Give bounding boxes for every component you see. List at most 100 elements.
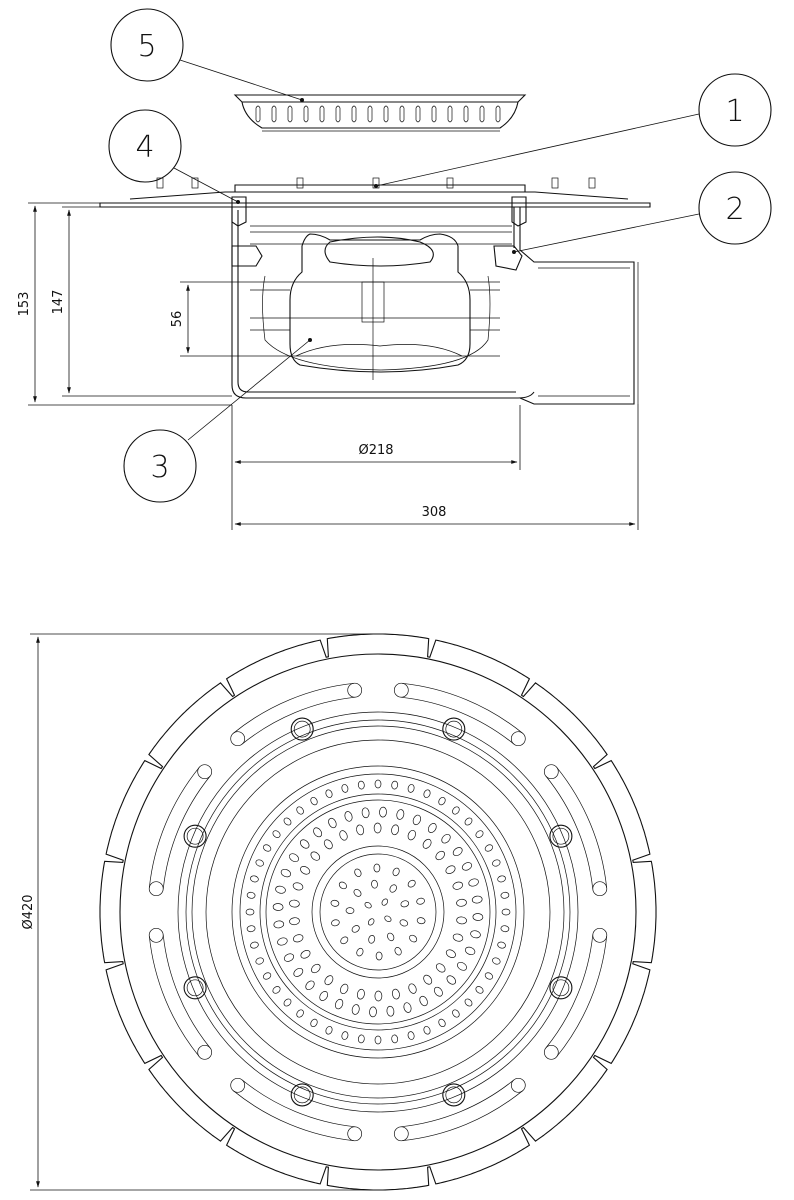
plan-ring xyxy=(239,773,517,1051)
bolt-hole-inner xyxy=(293,720,311,738)
grate-hole xyxy=(368,934,376,944)
grate-hole xyxy=(484,972,494,980)
dim-label-308: 308 xyxy=(422,505,447,520)
grate-slot xyxy=(479,105,485,123)
grate-slot xyxy=(431,105,437,123)
grate-hole xyxy=(293,967,304,977)
bolt xyxy=(446,177,454,189)
arc-slot xyxy=(545,775,594,890)
drain-body-section xyxy=(231,207,535,399)
grate-hole xyxy=(373,822,382,834)
dim-body-height: 147 xyxy=(51,206,232,397)
grate-hole xyxy=(300,950,311,959)
grate-hole xyxy=(283,817,292,826)
grate-hole xyxy=(245,908,255,916)
grate-hole xyxy=(379,806,387,818)
balloon-1-label: 1 xyxy=(725,94,744,129)
plan-view: Ø420 xyxy=(21,633,657,1191)
grate-hole xyxy=(399,919,409,927)
grate-hole xyxy=(403,1002,412,1013)
grate-hole xyxy=(272,830,281,838)
grate-hole xyxy=(273,920,285,929)
grate-hole xyxy=(452,847,463,857)
grate-hole xyxy=(319,991,329,1001)
grate-hole xyxy=(296,1009,304,1018)
grate-hole xyxy=(310,851,321,861)
arc-slot xyxy=(233,682,355,734)
bolt-hole xyxy=(290,717,314,741)
grate-hole xyxy=(364,901,372,909)
grate-hole xyxy=(445,865,456,874)
grate-hole xyxy=(246,925,256,933)
grate-hole xyxy=(361,807,370,819)
grate-hole xyxy=(280,868,292,878)
arc-slot xyxy=(241,696,356,745)
balloon-4: 4 xyxy=(108,109,240,204)
slot-end xyxy=(148,927,164,943)
grate-hole xyxy=(392,867,400,877)
grate-slot xyxy=(255,105,261,123)
grate-hole xyxy=(334,998,344,1010)
grate-hole xyxy=(492,957,501,965)
plan-ring xyxy=(265,799,491,1025)
grate-slot xyxy=(495,105,501,123)
flange-outline xyxy=(99,633,657,1191)
plan-ring xyxy=(259,793,497,1031)
grate-hole xyxy=(452,933,464,942)
bolt xyxy=(551,177,559,189)
grate-hole xyxy=(423,974,433,985)
grate-hole xyxy=(408,983,417,994)
grate-hole xyxy=(412,814,422,826)
bolt-hole xyxy=(549,824,573,848)
grate-hole xyxy=(311,963,321,974)
grate-hole xyxy=(464,998,473,1007)
grate-hole xyxy=(356,947,364,957)
grate-hole xyxy=(292,882,304,891)
grate-hole xyxy=(435,850,445,861)
grate-hole xyxy=(387,932,395,942)
grate-hole xyxy=(433,986,443,997)
grate-hole xyxy=(351,1004,360,1015)
plan-ring xyxy=(177,711,579,1113)
grate-hole xyxy=(407,784,415,793)
bolt-hole xyxy=(183,824,207,848)
grate-hole xyxy=(313,827,323,838)
grate-hole xyxy=(461,862,473,871)
grate-hole xyxy=(283,953,295,962)
grate-slot xyxy=(335,105,341,123)
bolt xyxy=(156,177,164,189)
grate-hole xyxy=(438,796,446,806)
grate-hole xyxy=(289,917,300,926)
grate-hole xyxy=(375,951,383,961)
grate-hole xyxy=(391,988,400,1000)
grate-hole xyxy=(341,784,349,793)
grate-hole xyxy=(472,913,484,921)
grate-hole xyxy=(292,934,304,943)
grate-hole xyxy=(423,1026,431,1035)
plan-ring xyxy=(185,719,571,1105)
slot-end xyxy=(592,927,608,943)
grate-hole xyxy=(416,917,426,925)
grate-hole xyxy=(250,875,259,883)
plan-ring xyxy=(119,653,637,1171)
grate-hole xyxy=(452,1009,460,1018)
grate-hole xyxy=(250,941,259,949)
bolt-hole xyxy=(549,976,573,1000)
grate-hole xyxy=(255,859,264,867)
grate-hole xyxy=(354,868,362,877)
grate-hole xyxy=(391,780,399,790)
slot-end xyxy=(197,1044,213,1060)
grate-hole xyxy=(464,946,476,956)
slot-end xyxy=(347,1126,363,1142)
arc-slot xyxy=(148,935,200,1057)
slot-end xyxy=(510,1077,526,1093)
grate-hole xyxy=(389,884,397,893)
grate-hole xyxy=(357,1034,365,1044)
plan-ring xyxy=(319,853,437,971)
grate-hole xyxy=(400,900,410,908)
grate-hole xyxy=(340,936,349,945)
grate-hole xyxy=(331,919,340,927)
grate-hole xyxy=(357,780,365,790)
grate-slot xyxy=(351,105,357,123)
